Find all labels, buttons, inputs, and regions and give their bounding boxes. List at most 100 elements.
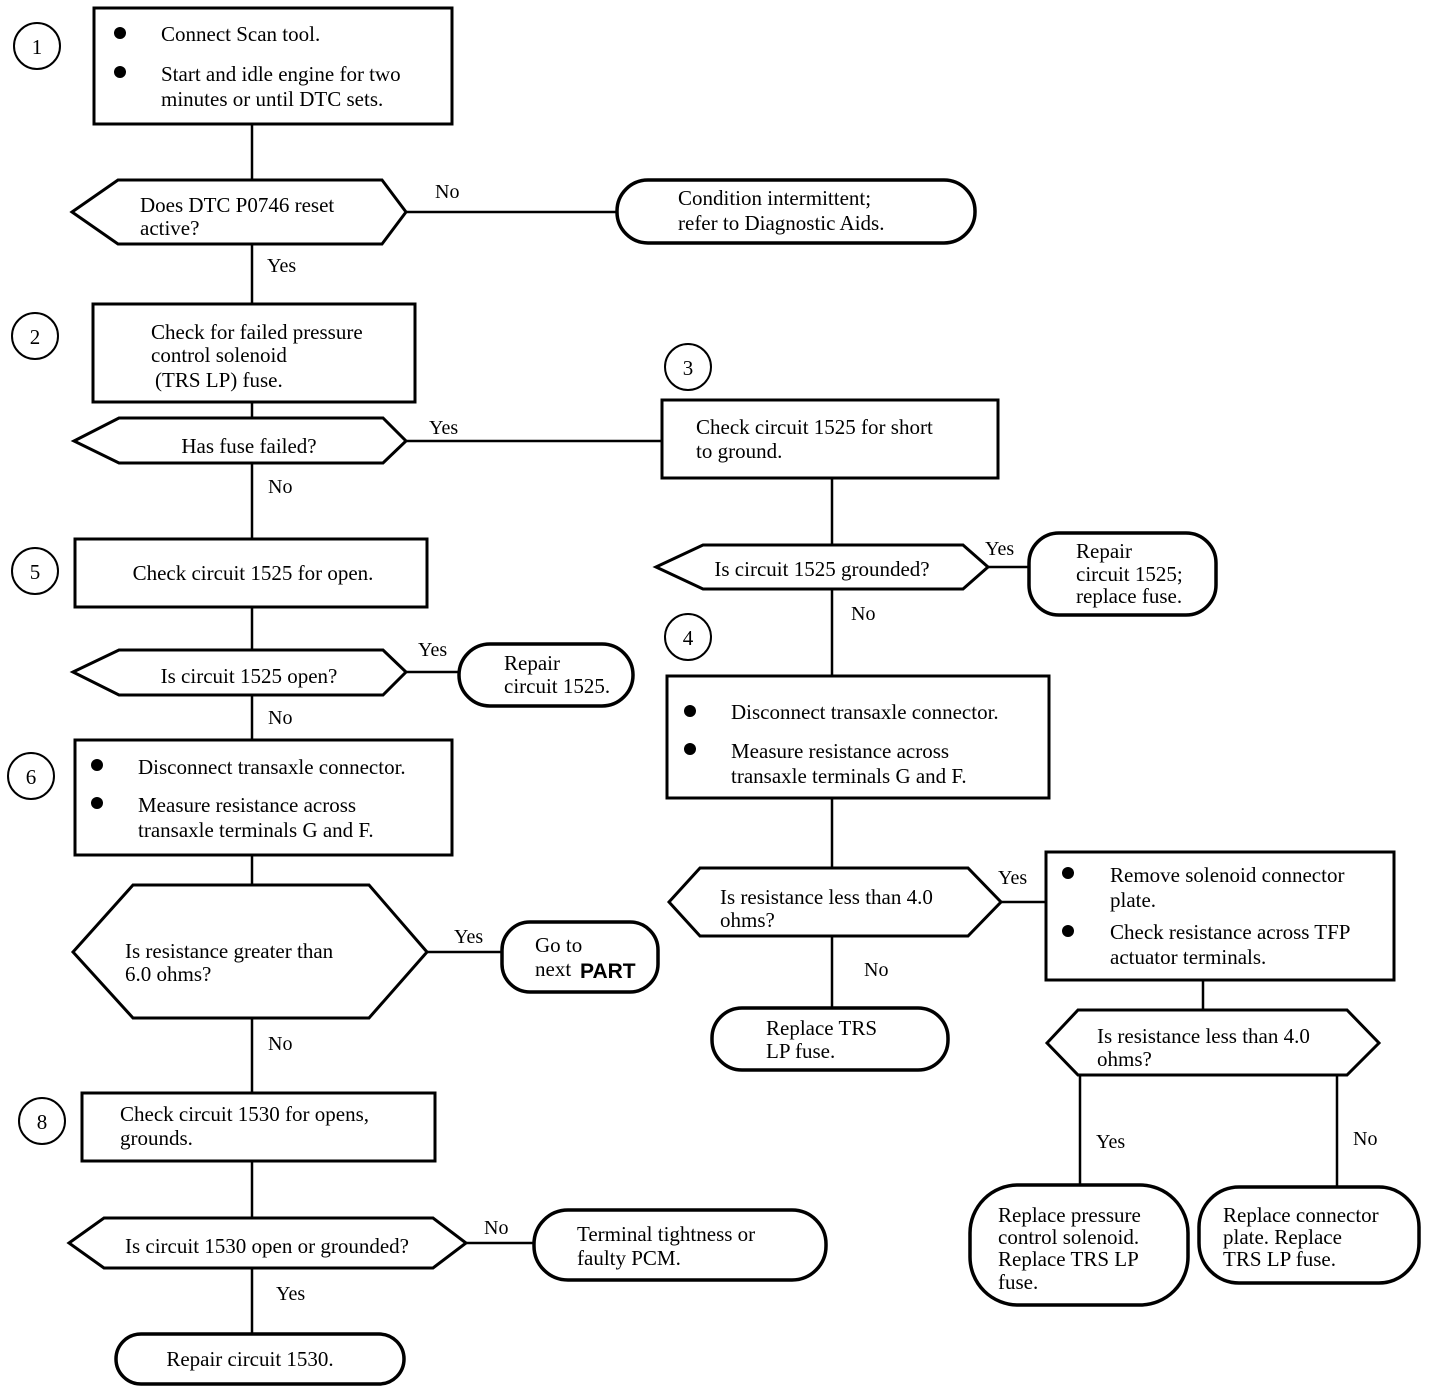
bullet-dot	[114, 27, 126, 39]
svg-text:2: 2	[30, 325, 41, 349]
step-2-box: Check for failed pressure control soleno…	[91, 302, 417, 404]
svg-text:Repair: Repair	[1076, 539, 1132, 563]
step-1-bullet-2-cont: minutes or until DTC sets.	[161, 87, 383, 111]
step-5-box: Check circuit 1525 for open.	[73, 537, 429, 609]
svg-text:Check resistance across TFP: Check resistance across TFP	[1110, 920, 1350, 944]
svg-text:Replace TRS: Replace TRS	[766, 1016, 877, 1040]
svg-text:grounds.: grounds.	[120, 1126, 193, 1150]
step-6-box: Disconnect transaxle connector. Measure …	[73, 738, 454, 857]
label-yes: Yes	[276, 1283, 305, 1305]
svg-text:Is circuit 1525 open?: Is circuit 1525 open?	[161, 664, 338, 688]
step-6-number: 6	[7, 752, 55, 800]
step-3-box: Check circuit 1525 for short to ground.	[660, 398, 1000, 480]
bullet-dot	[1062, 925, 1074, 937]
outcome-repair-1530: Repair circuit 1530.	[114, 1332, 406, 1386]
svg-text:TRS LP fuse.: TRS LP fuse.	[1223, 1247, 1336, 1271]
outcome-replace-trs-lp-fuse: Replace TRS LP fuse.	[710, 1006, 950, 1072]
svg-text:Is resistance less than 4.0: Is resistance less than 4.0	[720, 885, 933, 909]
step-1-number: 1	[13, 22, 61, 70]
svg-text:fuse.: fuse.	[998, 1270, 1038, 1294]
svg-text:Measure resistance across: Measure resistance across	[731, 739, 949, 763]
svg-text:Check circuit 1525 for open.: Check circuit 1525 for open.	[133, 561, 374, 585]
step-8-number: 8	[18, 1097, 66, 1145]
decision-1530-open-grounded: Is circuit 1530 open or grounded?	[66, 1216, 469, 1270]
label-yes: Yes	[985, 538, 1014, 560]
label-no: No	[864, 959, 888, 981]
bullet-dot	[114, 66, 126, 78]
label-yes: Yes	[454, 926, 483, 948]
svg-text:replace fuse.: replace fuse.	[1076, 584, 1182, 608]
svg-text:control solenoid: control solenoid	[151, 343, 287, 367]
label-no: No	[851, 603, 875, 625]
step-1-bullet-1: Connect Scan tool.	[161, 22, 320, 46]
step-4-box: Disconnect transaxle connector. Measure …	[665, 674, 1051, 800]
bullet-dot	[684, 743, 696, 755]
label-yes: Yes	[418, 639, 447, 661]
decision-fuse-failed: Has fuse failed?	[70, 416, 409, 465]
svg-text:transaxle terminals G and F.: transaxle terminals G and F.	[731, 764, 967, 788]
label-no: No	[268, 476, 292, 498]
svg-text:Replace connector: Replace connector	[1223, 1203, 1379, 1227]
outcome-intermittent: Condition intermittent; refer to Diagnos…	[615, 178, 977, 245]
svg-text:next: next	[535, 957, 571, 981]
outcome-replace-connector-plate: Replace connector plate. Replace TRS LP …	[1197, 1185, 1421, 1285]
svg-text:Check for failed pressure: Check for failed pressure	[151, 320, 363, 344]
decision-1525-grounded: Is circuit 1525 grounded?	[652, 543, 991, 591]
svg-text:5: 5	[30, 560, 41, 584]
svg-text:PART: PART	[580, 960, 636, 983]
decision-resistance-less-4-b: Is resistance less than 4.0 ohms?	[1044, 1008, 1382, 1077]
svg-text:to ground.: to ground.	[696, 439, 782, 463]
svg-text:4: 4	[683, 626, 694, 650]
label-no: No	[268, 1033, 292, 1055]
label-yes: Yes	[267, 255, 296, 277]
svg-text:3: 3	[683, 356, 694, 380]
svg-text:6: 6	[26, 765, 37, 789]
svg-text:active?: active?	[140, 216, 199, 240]
step-3-number: 3	[664, 343, 712, 391]
svg-text:8: 8	[37, 1110, 48, 1134]
svg-text:1: 1	[32, 35, 43, 59]
svg-text:Remove solenoid connector: Remove solenoid connector	[1110, 863, 1344, 887]
step-2-number: 2	[11, 312, 59, 360]
step-8-box: Check circuit 1530 for opens, grounds.	[80, 1091, 437, 1163]
label-yes: Yes	[429, 417, 458, 439]
bullet-dot	[91, 759, 103, 771]
svg-text:Repair circuit 1530.: Repair circuit 1530.	[166, 1347, 333, 1371]
label-no: No	[268, 707, 292, 729]
svg-text:Repair: Repair	[504, 651, 560, 675]
label-yes: Yes	[998, 867, 1027, 889]
svg-text:Replace TRS LP: Replace TRS LP	[998, 1247, 1139, 1271]
label-no: No	[1353, 1128, 1377, 1150]
svg-text:Go to: Go to	[535, 933, 582, 957]
svg-text:circuit 1525;: circuit 1525;	[1076, 562, 1183, 586]
svg-text:Terminal tightness or: Terminal tightness or	[577, 1222, 755, 1246]
svg-text:ohms?: ohms?	[1097, 1047, 1152, 1071]
step-1-box: Connect Scan tool. Start and idle engine…	[92, 6, 454, 126]
svg-text:Check circuit 1530 for opens,: Check circuit 1530 for opens,	[120, 1102, 369, 1126]
svg-text:LP fuse.: LP fuse.	[766, 1039, 835, 1063]
svg-text:(TRS LP) fuse.: (TRS LP) fuse.	[155, 368, 283, 392]
outcome-go-to-next-part: Go to next PART	[500, 920, 660, 994]
svg-text:Does DTC P0746 reset: Does DTC P0746 reset	[140, 193, 334, 217]
svg-text:ohms?: ohms?	[720, 908, 775, 932]
svg-text:actuator terminals.: actuator terminals.	[1110, 945, 1266, 969]
svg-text:Measure resistance across: Measure resistance across	[138, 793, 356, 817]
svg-text:Is circuit 1530 open or ground: Is circuit 1530 open or grounded?	[125, 1234, 409, 1258]
label-no: No	[435, 181, 459, 203]
outcome-repair-1525: Repair circuit 1525.	[457, 642, 635, 708]
svg-text:transaxle terminals G and F.: transaxle terminals G and F.	[138, 818, 374, 842]
label-no: No	[484, 1217, 508, 1239]
svg-text:Disconnect transaxle connector: Disconnect transaxle connector.	[138, 755, 406, 779]
svg-text:circuit 1525.: circuit 1525.	[504, 674, 610, 698]
svg-text:Is resistance greater than: Is resistance greater than	[125, 939, 334, 963]
step-1-bullet-2: Start and idle engine for two	[161, 62, 401, 86]
bullet-dot	[684, 705, 696, 717]
svg-text:Disconnect transaxle connector: Disconnect transaxle connector.	[731, 700, 999, 724]
decision-resistance-less-4-a: Is resistance less than 4.0 ohms?	[666, 866, 1004, 938]
label-yes: Yes	[1096, 1131, 1125, 1153]
connector-lines	[250, 124, 1339, 1335]
step-tfp-check-box: Remove solenoid connector plate. Check r…	[1044, 850, 1396, 982]
svg-text:control solenoid.: control solenoid.	[998, 1225, 1139, 1249]
svg-text:plate. Replace: plate. Replace	[1223, 1225, 1342, 1249]
